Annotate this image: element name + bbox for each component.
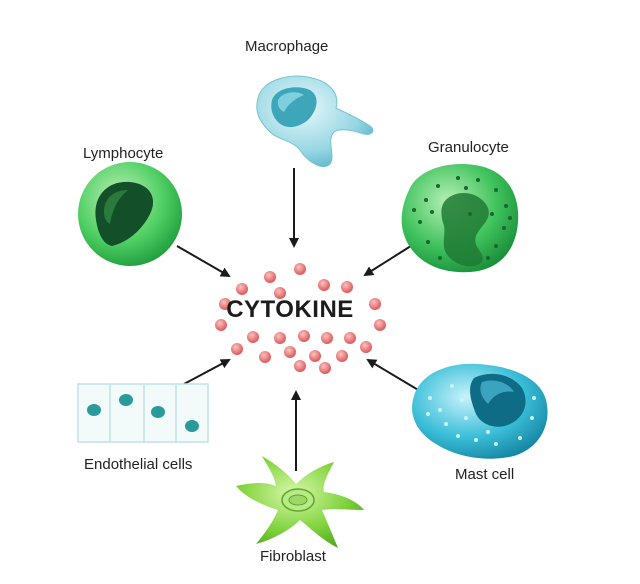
arrow-lymphocyte	[176, 245, 231, 277]
mast-cell-label: Mast cell	[455, 466, 515, 483]
lymphocyte-cell	[78, 162, 182, 266]
cytokine-cluster	[215, 263, 386, 374]
endothelial-cells	[77, 383, 209, 443]
mast-cell	[412, 363, 548, 459]
fibroblast-cell	[236, 456, 364, 548]
granulocyte-label: Granulocyte	[428, 139, 509, 156]
granulocyte-cell	[401, 164, 519, 273]
arrow-endothelial	[183, 359, 231, 385]
lymphocyte-label: Lymphocyte	[83, 145, 164, 162]
fibroblast-label: Fibroblast	[260, 548, 326, 565]
macrophage-label: Macrophage	[245, 38, 329, 55]
macrophage-cell	[256, 75, 374, 168]
endothelial-label: Endothelial cells	[84, 456, 193, 473]
arrow-mast	[366, 358, 426, 395]
arrow-granulocyte	[363, 243, 415, 277]
arrows	[176, 168, 426, 471]
center-title: CYTOKINE	[226, 296, 354, 323]
